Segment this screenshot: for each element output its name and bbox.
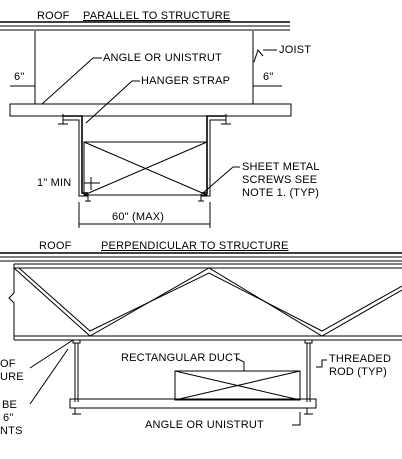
right-dim-label: 6" — [263, 71, 274, 83]
top-roof-label: ROOF — [37, 10, 70, 22]
bottom-detail — [0, 252, 402, 426]
bottom-title: PERPENDICULAR TO STRUCTURE — [101, 240, 289, 252]
left-hanger-strap — [63, 115, 88, 194]
left-note-line5: NTS — [0, 425, 23, 437]
left-note-line2: URE — [0, 371, 24, 383]
left-dim-label: 6" — [14, 71, 25, 83]
bottom-roof-label: ROOF — [39, 240, 72, 252]
joist-web — [13, 267, 402, 337]
rod-label-line2: ROD (TYP) — [329, 366, 388, 378]
width-dim-label: 60" (MAX) — [112, 211, 165, 223]
top-title: PARALLEL TO STRUCTURE — [83, 10, 231, 22]
joist-label: JOIST — [279, 44, 312, 56]
right-hanger-strap — [201, 115, 226, 194]
sheet-metal-line2: SCREWS SEE — [242, 174, 318, 186]
left-note-line4: 6" — [3, 412, 14, 424]
sheet-metal-line3: NOTE 1. (TYP) — [242, 187, 320, 199]
duct-label: RECTANGULAR DUCT — [121, 352, 241, 364]
left-note-line3: BE — [2, 399, 18, 411]
hanger-strap-label: HANGER STRAP — [141, 75, 231, 87]
top-angle-label: ANGLE OR UNISTRUT — [103, 52, 222, 64]
duct-top — [83, 141, 208, 196]
bottom-angle-label: ANGLE OR UNISTRUT — [145, 419, 264, 431]
top-detail — [0, 21, 292, 228]
min-dim-label: 1" MIN — [37, 177, 72, 189]
sheet-metal-line1: SHEET METAL — [242, 161, 320, 173]
left-note-line1: OF — [0, 358, 16, 370]
angle-unistrut-top — [9, 103, 292, 117]
rod-label-line1: THREADED — [329, 353, 392, 365]
angle-unistrut-bottom — [69, 398, 317, 409]
rectangular-duct — [174, 370, 301, 401]
